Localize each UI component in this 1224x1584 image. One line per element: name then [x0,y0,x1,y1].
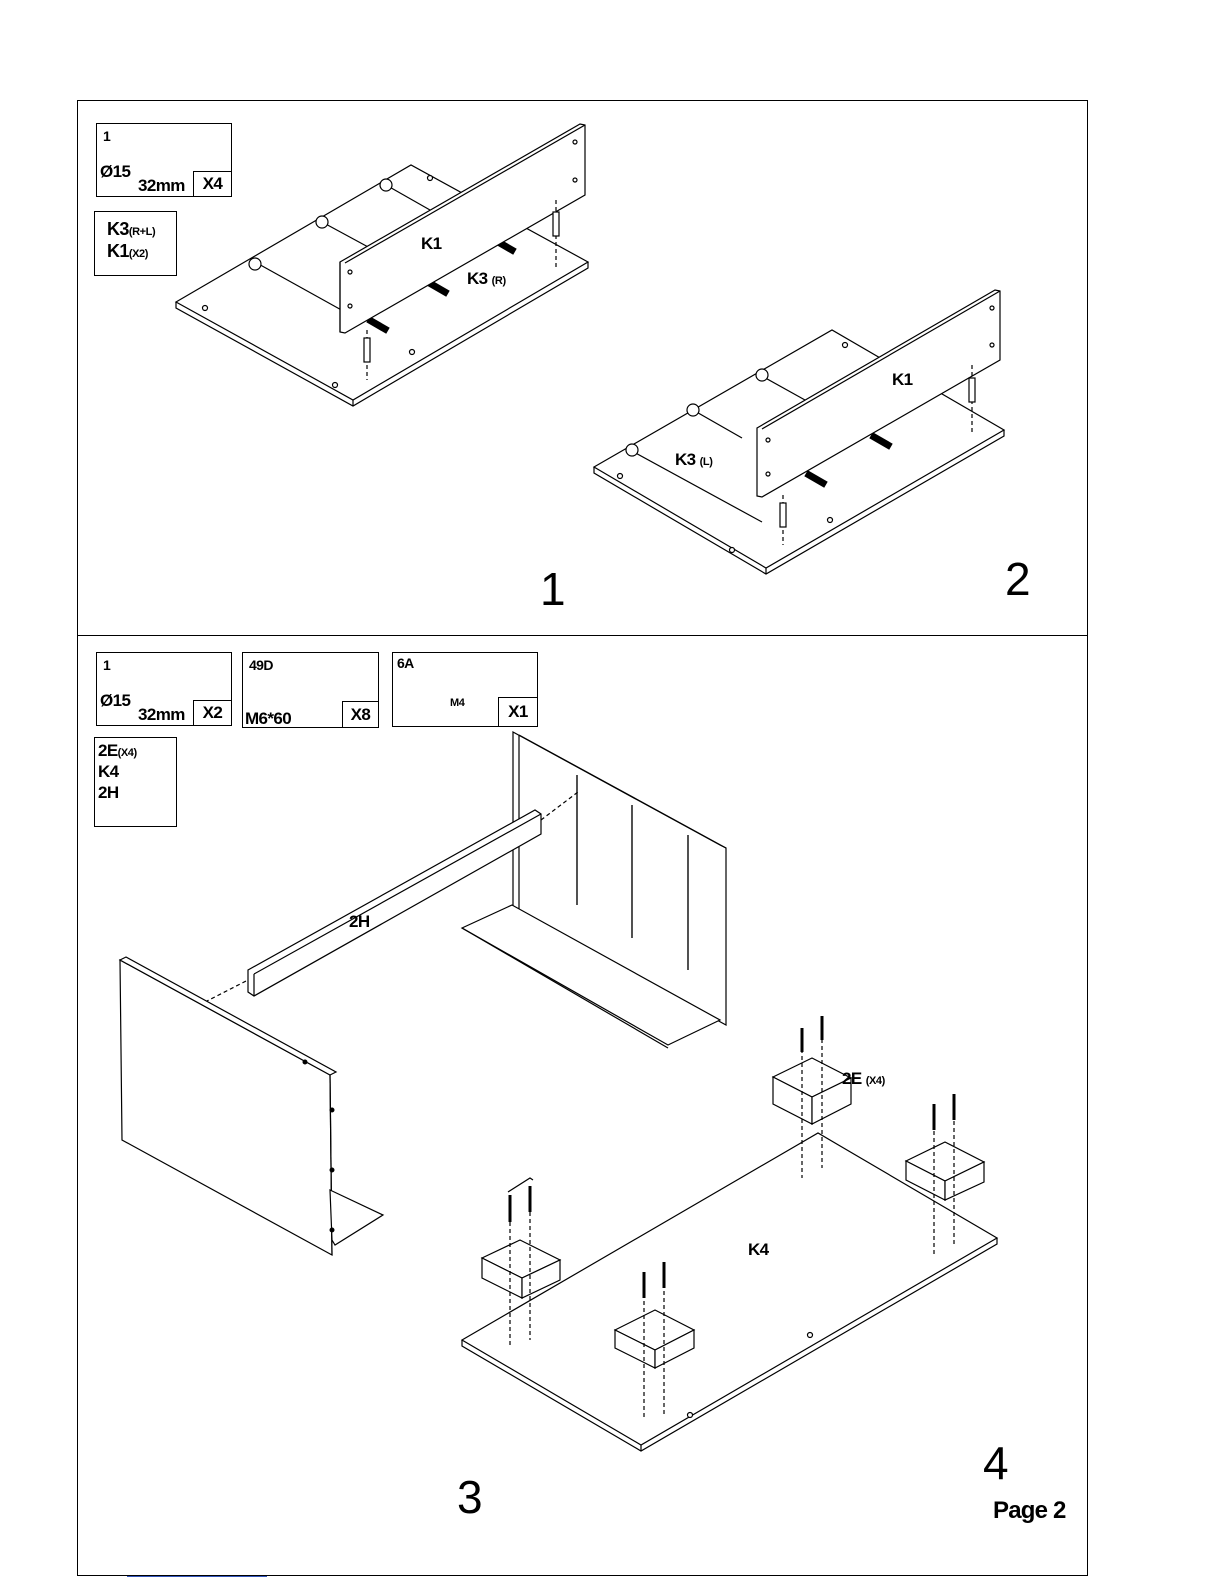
hardware-qty: X1 [498,697,538,727]
step1-drawing [176,124,588,406]
footer-rule [127,1576,267,1577]
label-2h: 2H [349,913,370,930]
part-k4: K4 [98,763,119,780]
hardware-qty: X2 [193,700,232,726]
page-label: Page 2 [993,1497,1066,1525]
step2-drawing [594,290,1004,574]
label-k4: K4 [748,1241,769,1258]
part-2h: 2H [98,784,119,801]
step-number-4: 4 [983,1440,1009,1486]
side-panel [120,960,332,1255]
step-number-1: 1 [540,566,566,612]
step3-drawing [120,732,726,1255]
hardware-size: M6*60 [245,710,291,727]
label-k3l: K3 (L) [675,451,713,468]
step4-drawing [462,1016,997,1451]
parts-list-top: K3(R+L) K1(X2) [94,211,177,276]
step-number-3: 3 [457,1474,483,1520]
hardware-ref: 6A [397,656,414,670]
label-2e: 2E (X4) [842,1070,885,1087]
hardware-diameter: Ø15 [100,163,130,180]
hardware-ref: 49D [249,658,273,672]
hardware-ref: 1 [103,658,110,672]
hardware-qty: X8 [342,701,379,728]
hardware-size: M4 [450,698,464,709]
step-number-2: 2 [1005,556,1031,602]
hardware-qty: X4 [193,171,232,197]
part-k1: K1(X2) [107,242,148,260]
hardware-length: 32mm [138,706,185,723]
label-k3r: K3 (R) [467,270,506,287]
parts-list-bottom: 2E(X4) K4 2H [94,737,177,827]
hardware-diameter: Ø15 [100,692,130,709]
label-k1-step2: K1 [892,371,913,388]
hardware-length: 32mm [138,177,185,194]
part-2e: 2E(X4) [98,742,137,759]
label-k1-step1: K1 [421,235,442,252]
part-k3: K3(R+L) [107,220,155,238]
hardware-ref: 1 [103,129,110,143]
